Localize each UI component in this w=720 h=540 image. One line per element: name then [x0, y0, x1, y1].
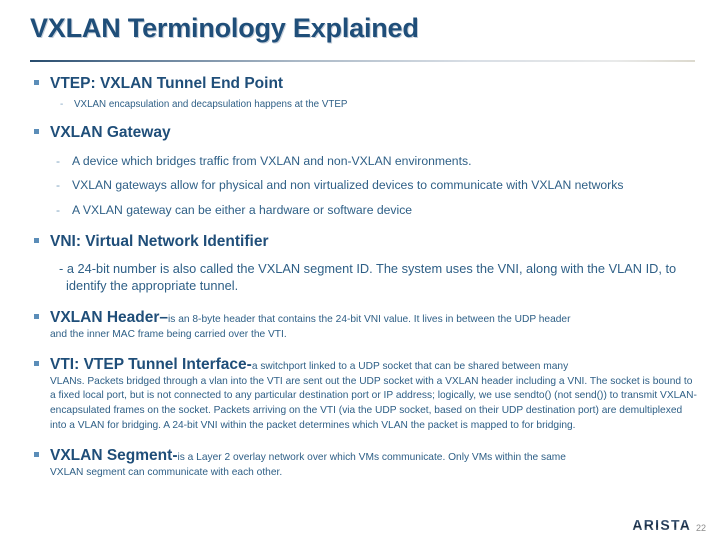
bullet-gateway-label: VXLAN Gateway [50, 124, 171, 142]
dash-bullet-icon: - [56, 202, 61, 217]
segment-runin-text: is a Layer 2 overlay network over which … [177, 451, 566, 463]
sub-bullet-gateway-1: - A device which bridges traffic from VX… [30, 153, 700, 169]
spacer [30, 294, 700, 308]
header-separator: – [159, 309, 169, 327]
paragraph-vni: - a 24-bit number is also called the VXL… [59, 261, 677, 294]
sub-bullet-vtep: - VXLAN encapsulation and decapsulation … [30, 98, 700, 111]
section-gateway: VXLAN Gateway - A device which bridges t… [30, 123, 700, 218]
dash-bullet-icon: - [56, 153, 61, 168]
header-runin-text: is an 8-byte header that contains the 24… [168, 314, 571, 326]
page-title: VXLAN Terminology Explained [30, 13, 419, 43]
bullet-vxlan-segment: VXLAN Segment-is a Layer 2 overlay netwo… [30, 446, 700, 466]
bullet-gateway: VXLAN Gateway [30, 123, 700, 143]
sub-bullet-gateway-1-label: A device which bridges traffic from VXLA… [72, 153, 472, 168]
square-bullet-icon [34, 238, 39, 244]
page-number: 22 [695, 523, 706, 533]
sub-bullet-gateway-2-label: VXLAN gateways allow for physical and no… [72, 178, 624, 193]
spacer [30, 169, 700, 177]
square-bullet-icon [34, 314, 39, 320]
spacer [30, 252, 700, 260]
bullet-vti: VTI: VTEP Tunnel Interface-a switchport … [30, 355, 700, 375]
spacer [30, 343, 700, 355]
slide-footer: ARISTA 22 [628, 517, 706, 534]
bullet-vxlan-header-label: VXLAN Header [50, 309, 160, 327]
title-area: VXLAN Terminology Explained [30, 13, 700, 44]
section-vxlan-header: VXLAN Header–is an 8-byte header that co… [30, 308, 700, 343]
bullet-vni: VNI: Virtual Network Identifier [30, 232, 700, 252]
section-vti: VTI: VTEP Tunnel Interface-a switchport … [30, 355, 700, 434]
vti-separator: - [246, 355, 252, 373]
arista-logo: ARISTA [632, 517, 691, 534]
spacer [30, 218, 700, 232]
spacer [30, 194, 700, 202]
bullet-vtep: VTEP: VXLAN Tunnel End Point [30, 74, 700, 94]
vti-continuation-text: VLANs. Packets bridged through a vlan in… [50, 375, 697, 431]
bullet-vtep-label: VTEP: VXLAN Tunnel End Point [50, 75, 284, 92]
dash-bullet-icon: - [56, 178, 61, 193]
sub-bullet-gateway-2: - VXLAN gateways allow for physical and … [30, 177, 700, 193]
bullet-vxlan-header: VXLAN Header–is an 8-byte header that co… [30, 308, 700, 328]
bullet-vti-label: VTI: VTEP Tunnel Interface [50, 355, 247, 373]
spacer [30, 434, 700, 446]
vti-runin-text: a switchport linked to a UDP socket that… [251, 360, 569, 372]
segment-continuation-text: VXLAN segment can communicate with each … [50, 466, 283, 478]
title-divider [30, 60, 695, 62]
segment-separator: - [172, 446, 178, 464]
spacer [30, 143, 700, 153]
sub-bullet-gateway-3-label: A VXLAN gateway can be either a hardware… [72, 202, 413, 217]
section-vtep: VTEP: VXLAN Tunnel End Point - VXLAN enc… [30, 74, 700, 111]
slide-body: VTEP: VXLAN Tunnel End Point - VXLAN enc… [30, 74, 700, 480]
sub-bullet-gateway-3: - A VXLAN gateway can be either a hardwa… [30, 202, 700, 218]
bullet-vxlan-segment-label: VXLAN Segment [50, 446, 173, 464]
square-bullet-icon [34, 80, 39, 85]
header-continuation-text: and the inner MAC frame being carried ov… [50, 328, 287, 340]
section-vxlan-segment: VXLAN Segment-is a Layer 2 overlay netwo… [30, 446, 700, 481]
square-bullet-icon [34, 451, 39, 457]
spacer [30, 111, 700, 123]
section-vni: VNI: Virtual Network Identifier - a 24-b… [30, 232, 700, 294]
dash-bullet-icon: - [60, 98, 64, 110]
bullet-vni-label: VNI: Virtual Network Identifier [50, 233, 269, 251]
square-bullet-icon [34, 129, 39, 135]
square-bullet-icon [34, 360, 39, 366]
sub-bullet-vtep-label: VXLAN encapsulation and decapsulation ha… [74, 98, 348, 110]
